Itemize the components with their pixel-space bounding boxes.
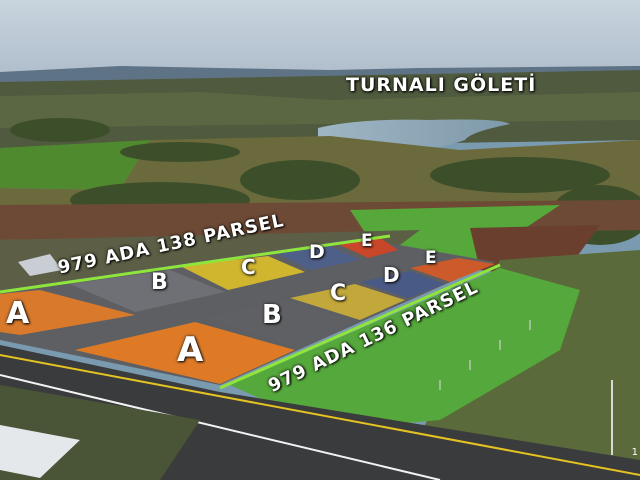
lot-lower-e (410, 258, 495, 282)
upper-parcel-boundary (0, 234, 391, 294)
fence (439, 320, 531, 390)
lot-letter-lower-a: A (177, 330, 204, 370)
lot-upper-c (180, 256, 305, 290)
lot-letter-upper-c: C (241, 255, 256, 279)
lot-letter-upper-b: B (151, 270, 168, 295)
sky (0, 0, 640, 80)
lot-lower-c (290, 284, 405, 320)
left-green-field (0, 140, 150, 190)
lot-upper-b (70, 270, 225, 312)
road-yellow-line (0, 354, 640, 476)
lot-letter-lower-e: E (425, 248, 437, 268)
lot-letter-upper-a: A (6, 296, 30, 331)
lot-letter-lower-c: C (330, 281, 347, 306)
road-white-line (0, 374, 441, 480)
lot-letter-upper-e: E (361, 231, 373, 251)
corner-number: 1 (631, 447, 638, 458)
lot-letter-upper-d: D (309, 241, 325, 263)
lot-letter-lower-d: D (383, 263, 400, 287)
lot-letter-lower-b: B (262, 300, 282, 330)
lot-lower-d (360, 271, 445, 298)
lot-upper-a (0, 290, 135, 335)
lower-green-field (230, 268, 580, 430)
roof-left (18, 254, 62, 276)
lake-title: TURNALI GÖLETİ (346, 74, 537, 96)
lot-upper-d (278, 246, 360, 270)
lot-lower-a (75, 322, 295, 384)
lot-lower-b (205, 300, 355, 348)
roof-bottom-left (0, 425, 80, 478)
lower-parcel-boundary (219, 263, 501, 390)
lot-upper-e (338, 238, 398, 258)
